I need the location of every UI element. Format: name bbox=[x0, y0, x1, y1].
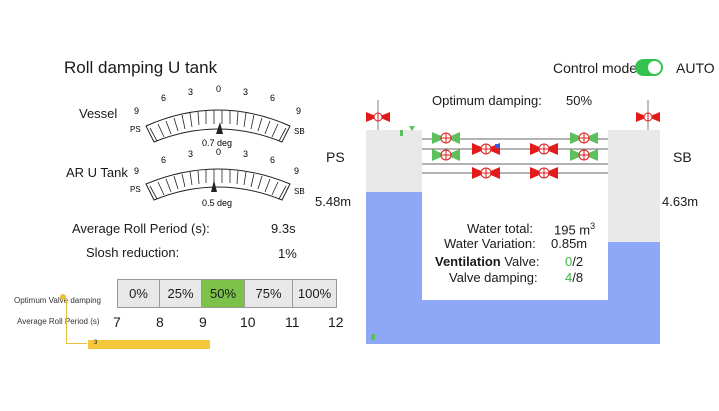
damping-valve-open[interactable] bbox=[570, 149, 598, 161]
ar-tank-tick: 0 bbox=[216, 147, 221, 157]
control-mode-toggle[interactable] bbox=[635, 59, 663, 76]
water-total-value: 195 m3 bbox=[554, 221, 596, 238]
vessel-needle bbox=[216, 122, 223, 134]
damping-option-75[interactable]: 75% bbox=[244, 279, 293, 308]
damping-marker bbox=[60, 294, 66, 300]
toggle-knob bbox=[648, 61, 661, 74]
damping-option-50[interactable]: 50% bbox=[201, 279, 245, 308]
scale-connector bbox=[66, 299, 87, 344]
ar-tank-gauge-label: AR U Tank bbox=[66, 165, 128, 180]
ar-tank-gauge: 9 6 3 0 3 6 9 PS SB 0.5 deg bbox=[130, 147, 305, 208]
roll-period-bar-value: 3 bbox=[94, 340, 98, 346]
slosh-value: 1% bbox=[278, 246, 297, 261]
ar-tank-tick: 3 bbox=[243, 149, 248, 159]
vessel-tick: 6 bbox=[270, 93, 275, 103]
avg-roll-value: 9.3s bbox=[271, 221, 296, 236]
roll-period-scale-label: Average Roll Period (s) bbox=[17, 317, 100, 326]
vessel-sb-label: SB bbox=[294, 127, 305, 136]
ventilation-valve-label: Ventilation Valve: bbox=[435, 254, 540, 269]
damping-option-25[interactable]: 25% bbox=[159, 279, 202, 308]
vessel-ps-label: PS bbox=[130, 125, 141, 134]
ar-tank-tick: 3 bbox=[188, 149, 193, 159]
control-mode-label: Control mode bbox=[553, 60, 638, 76]
level-marker bbox=[409, 126, 415, 131]
damping-valve-open[interactable] bbox=[570, 132, 598, 144]
ar-tank-ps-label: PS bbox=[130, 185, 141, 194]
avg-roll-label: Average Roll Period (s): bbox=[72, 221, 210, 236]
ar-tank-reading: 0.5 deg bbox=[202, 198, 232, 208]
scale-value: 11 bbox=[285, 314, 300, 330]
ar-tank-tick: 6 bbox=[161, 155, 166, 165]
bottom-marker bbox=[371, 334, 375, 340]
sb-side-label: SB bbox=[673, 149, 692, 165]
scale-value: 12 bbox=[328, 314, 344, 330]
vessel-tick: 0 bbox=[216, 84, 221, 94]
valve-damping-label: Optimum Valve damping bbox=[14, 296, 101, 305]
valve-damping-value: 4/8 bbox=[565, 270, 584, 285]
water-variation-value: 0.85m bbox=[551, 236, 588, 251]
water-variation-label: Water Variation: bbox=[444, 236, 536, 251]
damping-valve-open[interactable] bbox=[432, 149, 460, 161]
ps-vent-valve[interactable] bbox=[366, 112, 390, 122]
valve-damping-label-right: Valve damping: bbox=[449, 270, 538, 285]
vessel-tick: 3 bbox=[188, 87, 193, 97]
damping-valve-closed[interactable] bbox=[530, 167, 558, 179]
vessel-tick: 9 bbox=[134, 106, 139, 116]
scale-value: 8 bbox=[156, 314, 164, 330]
sb-water-level: 4.63m bbox=[662, 194, 699, 209]
ar-tank-needle bbox=[211, 180, 217, 192]
water-total-label: Water total: bbox=[467, 221, 533, 236]
ar-tank-tick: 9 bbox=[294, 166, 299, 176]
scale-value: 10 bbox=[240, 314, 256, 330]
vessel-tick: 6 bbox=[161, 93, 166, 103]
optimum-damping-label: Optimum damping: bbox=[432, 93, 542, 108]
sb-vent-valve[interactable] bbox=[636, 112, 660, 122]
damping-valve-closed[interactable] bbox=[530, 143, 558, 155]
page-title: Roll damping U tank bbox=[64, 58, 218, 77]
scale-value: 7 bbox=[113, 314, 121, 330]
tank-water bbox=[366, 192, 660, 344]
u-tank-diagram bbox=[366, 100, 660, 344]
ps-side-label: PS bbox=[326, 149, 345, 165]
optimum-damping-value: 50% bbox=[566, 93, 593, 108]
damping-valve-open[interactable] bbox=[432, 132, 460, 144]
control-mode-value: AUTO bbox=[676, 60, 715, 76]
vessel-tick: 9 bbox=[296, 106, 301, 116]
ventilation-valve-value: 0/2 bbox=[565, 254, 584, 269]
damping-valve-closed[interactable] bbox=[472, 167, 500, 179]
vessel-reading: 0.7 deg bbox=[202, 138, 232, 148]
damping-option-0[interactable]: 0% bbox=[117, 279, 160, 308]
vessel-tick: 3 bbox=[243, 87, 248, 97]
vessel-gauge-label: Vessel bbox=[79, 106, 118, 121]
ar-tank-tick: 6 bbox=[270, 155, 275, 165]
level-marker bbox=[400, 130, 403, 136]
ps-water-level: 5.48m bbox=[315, 194, 352, 209]
roll-period-bar: 3 bbox=[88, 340, 210, 349]
ar-tank-tick: 9 bbox=[134, 166, 139, 176]
vessel-gauge: 9 6 3 0 3 6 9 PS SB 0.7 deg bbox=[130, 84, 305, 148]
slosh-label: Slosh reduction: bbox=[86, 245, 180, 260]
damping-option-100[interactable]: 100% bbox=[292, 279, 337, 308]
vessel-gauge-scale bbox=[145, 109, 291, 143]
ar-tank-sb-label: SB bbox=[294, 187, 305, 196]
tank-info-panel bbox=[422, 218, 608, 300]
flow-marker bbox=[495, 144, 499, 148]
scale-value: 9 bbox=[199, 314, 207, 330]
ar-tank-gauge-scale bbox=[145, 168, 291, 201]
